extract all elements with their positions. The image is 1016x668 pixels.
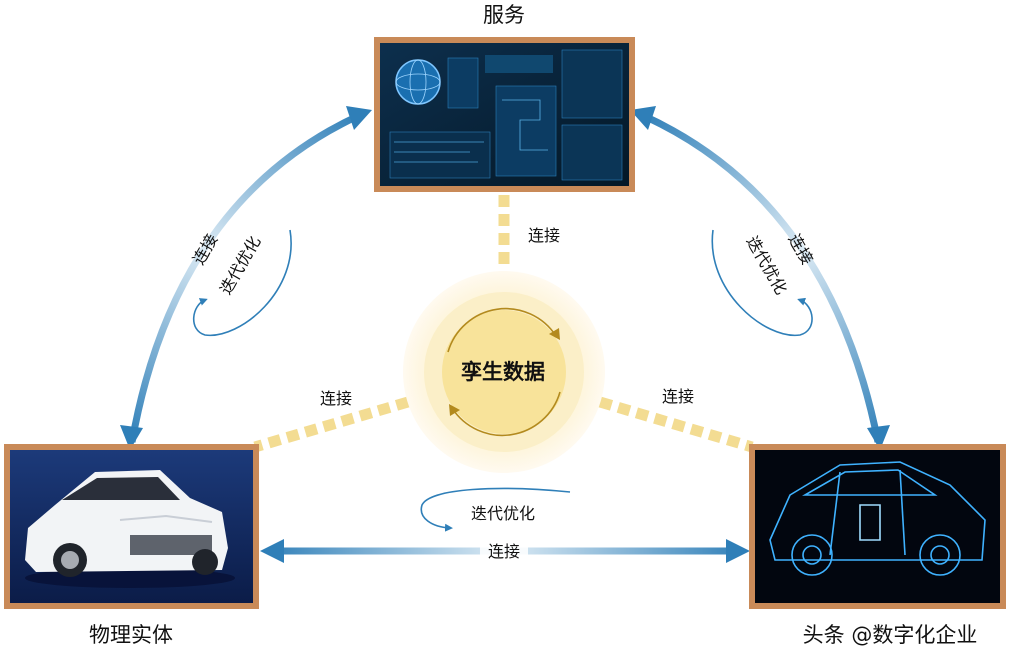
bottom-arrow-head-right xyxy=(726,539,750,563)
wireframe-car xyxy=(769,461,986,576)
left-iterate-label: 迭代优化 xyxy=(216,233,264,298)
car-photo xyxy=(25,470,235,588)
center-top-connect-label: 连接 xyxy=(528,226,560,245)
physical-panel xyxy=(4,444,259,609)
center-cycle-arc-bottom xyxy=(451,391,561,437)
digital-panel xyxy=(749,444,1006,609)
connector-left xyxy=(253,396,410,453)
bottom-arrow-head-left xyxy=(260,539,284,563)
bottom-connect-label: 连接 xyxy=(488,542,520,561)
right-arrow-head-bottom xyxy=(867,425,890,450)
right-iterate-loop xyxy=(711,229,813,337)
bottom-iterate-loop xyxy=(420,487,571,532)
right-iterate-label: 迭代优化 xyxy=(743,233,791,298)
left-arrow-head-top xyxy=(346,106,372,130)
digital-title: 头条 @数字化企业 xyxy=(803,623,978,647)
left-arrow xyxy=(120,106,372,450)
center-right-connect-label: 连接 xyxy=(662,387,694,406)
bottom-iterate-label: 迭代优化 xyxy=(471,504,535,523)
bottom-connect-label-bg xyxy=(480,540,528,562)
center-cycle-arc-top xyxy=(447,307,557,353)
right-arrow-head-top xyxy=(630,106,656,130)
center-left-connect-label: 连接 xyxy=(320,389,352,408)
center-connectors xyxy=(253,195,754,453)
right-arrow xyxy=(630,106,890,450)
physical-title: 物理实体 xyxy=(89,623,173,647)
connector-right xyxy=(598,396,754,453)
left-arrow-head-bottom xyxy=(120,425,143,450)
twin-data-node: 孪生数据 xyxy=(403,271,605,473)
center-title: 孪生数据 xyxy=(461,360,545,384)
left-iterate-loop xyxy=(192,229,292,337)
center-cycle-arrow-top xyxy=(549,328,560,340)
center-cycle-arrow-bottom xyxy=(449,404,460,416)
service-panel xyxy=(374,37,635,192)
globe-icon xyxy=(395,59,441,105)
service-title: 服务 xyxy=(483,3,525,27)
